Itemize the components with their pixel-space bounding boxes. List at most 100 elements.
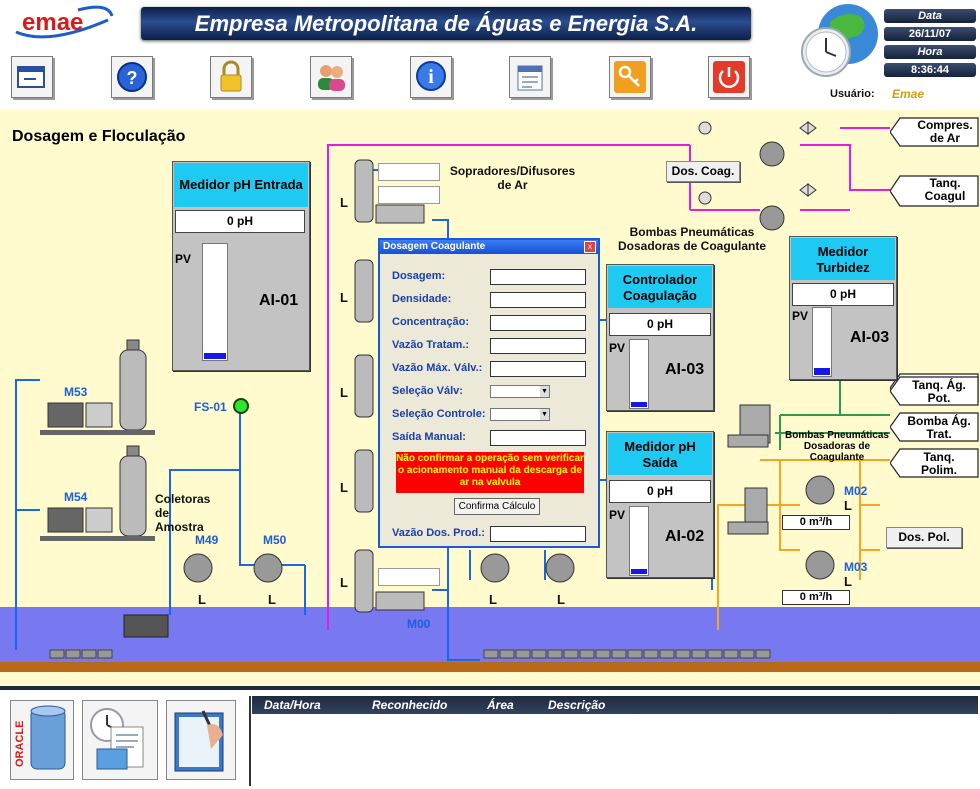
alarm-list[interactable]	[252, 714, 978, 784]
users-icon	[318, 65, 345, 91]
panel-title: Medidor pH Saída	[608, 433, 712, 475]
calendar-icon	[517, 65, 543, 91]
m02-label: M02	[844, 484, 868, 498]
gauge	[629, 339, 649, 409]
tag-ai03-turbidez: AI-03	[850, 329, 890, 346]
warning-message: Não confirmar a operação sem verificar o…	[396, 452, 584, 493]
blower-stack	[354, 159, 425, 613]
arrow-tanq-coagul: Tanq. Coagul	[924, 176, 966, 203]
panel-coagulacao[interactable]: Controlador Coagulação 0 pH PV AI-03	[606, 264, 714, 411]
reports-button[interactable]	[82, 700, 158, 780]
panel-title: Medidor pH Entrada	[174, 163, 308, 207]
dosagem-coagulante-dialog[interactable]: Dosagem Coagulante x Dosagem: Densidade:…	[378, 238, 600, 548]
logo-text: emae	[22, 9, 83, 36]
gauge	[629, 506, 649, 576]
densidade-input[interactable]	[490, 292, 586, 308]
gauge	[202, 243, 228, 361]
sopradores-label: Sopradores/Difusores de Ar	[449, 164, 576, 192]
panel-turbidez[interactable]: Medidor Turbidez 0 pH PV AI-03	[789, 236, 897, 380]
blower-status-1	[378, 163, 440, 181]
process-diagram	[0, 121, 980, 672]
dos-pol-button[interactable]: Dos. Pol.	[886, 527, 962, 548]
vazao-tratam-input[interactable]	[490, 338, 586, 354]
bombas-pol-label: Bombas Pneumáticas Dosadoras de Coagulan…	[785, 430, 889, 463]
blower-m53	[40, 339, 155, 435]
arrow-tanq-polim: Tanq. Polim.	[920, 450, 957, 477]
l-pump-b: L	[557, 592, 565, 607]
concentracao-input[interactable]	[490, 315, 586, 331]
dos-coag-button[interactable]: Dos. Coag.	[666, 161, 740, 182]
pv-label: PV	[175, 252, 192, 266]
help-icon: ?	[117, 62, 147, 92]
signature-button[interactable]	[166, 700, 236, 780]
lock-icon	[220, 60, 242, 92]
alarm-header: Data/Hora Reconhecido Área Descrição	[252, 696, 978, 714]
signature-icon	[174, 710, 224, 772]
help-button[interactable]: ?	[111, 56, 153, 98]
reports-clock-icon	[90, 708, 144, 770]
blower-status-2	[378, 186, 440, 204]
saida-manual-input[interactable]	[490, 430, 586, 446]
panel-ph-saida[interactable]: Medidor pH Saída 0 pH PV AI-02	[606, 431, 714, 578]
oracle-button[interactable]: ORACLE	[10, 700, 74, 780]
m53-label: M53	[64, 385, 88, 399]
panel-ph-entrada[interactable]: Medidor pH Entrada 0 pH PV AI-01	[172, 161, 310, 371]
col-datahora[interactable]: Data/Hora	[264, 698, 321, 712]
l-blower-4: L	[340, 480, 348, 495]
key-icon	[614, 61, 646, 93]
screen-title: Dosagem e Floculação	[12, 128, 186, 145]
dialog-title: Dosagem Coagulante	[380, 240, 598, 254]
bombas-coag-label: Bombas Pneumáticas Dosadoras de Coagulan…	[617, 225, 767, 253]
info-button[interactable]: i	[410, 56, 452, 98]
date-value: 26/11/07	[884, 27, 976, 41]
tag-ai02: AI-02	[665, 528, 705, 545]
calendar-button[interactable]	[509, 56, 551, 98]
time-value: 8:36:44	[884, 63, 976, 77]
power-icon	[713, 61, 745, 93]
label-densidade: Densidade:	[392, 293, 452, 305]
m54-label: M54	[64, 490, 88, 504]
info-icon: i	[416, 61, 446, 91]
coletoras-label: Coletoras de Amostra	[155, 492, 211, 534]
l-blower-1: L	[340, 195, 348, 210]
close-icon[interactable]: x	[584, 241, 596, 253]
user-value: Emae	[892, 87, 925, 101]
col-reconhecido[interactable]: Reconhecido	[372, 698, 448, 712]
fs01-label: FS-01	[194, 400, 227, 414]
title-bar: Empresa Metropolitana de Águas e Energia…	[141, 7, 751, 40]
oracle-database-icon: ORACLE	[14, 705, 66, 770]
flow-m02: 0 m³/h	[782, 515, 850, 530]
users-button[interactable]	[310, 56, 352, 98]
power-button[interactable]	[708, 56, 750, 98]
company-title: Empresa Metropolitana de Águas e Energia…	[194, 11, 698, 36]
sampler-box	[123, 614, 169, 638]
oracle-text: ORACLE	[14, 721, 26, 767]
pv-label: PV	[792, 309, 809, 323]
m03-label: M03	[844, 560, 868, 574]
globe-clock-icon	[801, 4, 878, 77]
emae-logo: emae	[15, 5, 114, 39]
arrow-bomba-ag-trat: Bomba Ág. Trat.	[907, 414, 971, 441]
pneumatic-dosers	[727, 404, 771, 535]
vazao-dos-prod-input[interactable]	[490, 526, 586, 542]
svg-text:i: i	[428, 66, 434, 88]
label-selecao-valv: Seleção Válv:	[392, 385, 463, 397]
panel-value: 0 pH	[792, 283, 894, 306]
selecao-controle-select[interactable]: ▼	[490, 408, 550, 421]
panel-title: Medidor Turbidez	[791, 238, 895, 280]
arrow-compres: Compres. de Ar	[917, 118, 973, 145]
user-label: Usuário:	[830, 88, 875, 100]
tag-ai03: AI-03	[665, 361, 705, 378]
confirm-button[interactable]: Confirma Cálculo	[454, 498, 540, 515]
window-button[interactable]	[11, 56, 53, 98]
vertical-divider	[249, 696, 251, 786]
vazao-max-input[interactable]	[490, 361, 586, 377]
lock-button[interactable]	[210, 56, 252, 98]
col-area[interactable]: Área	[487, 698, 514, 712]
col-descricao[interactable]: Descrição	[548, 698, 606, 712]
key-button[interactable]	[609, 56, 651, 98]
dosagem-input[interactable]	[490, 269, 586, 285]
blower-m54	[40, 445, 155, 541]
panel-value: 0 pH	[609, 313, 711, 336]
selecao-valv-select[interactable]: ▼	[490, 385, 550, 398]
